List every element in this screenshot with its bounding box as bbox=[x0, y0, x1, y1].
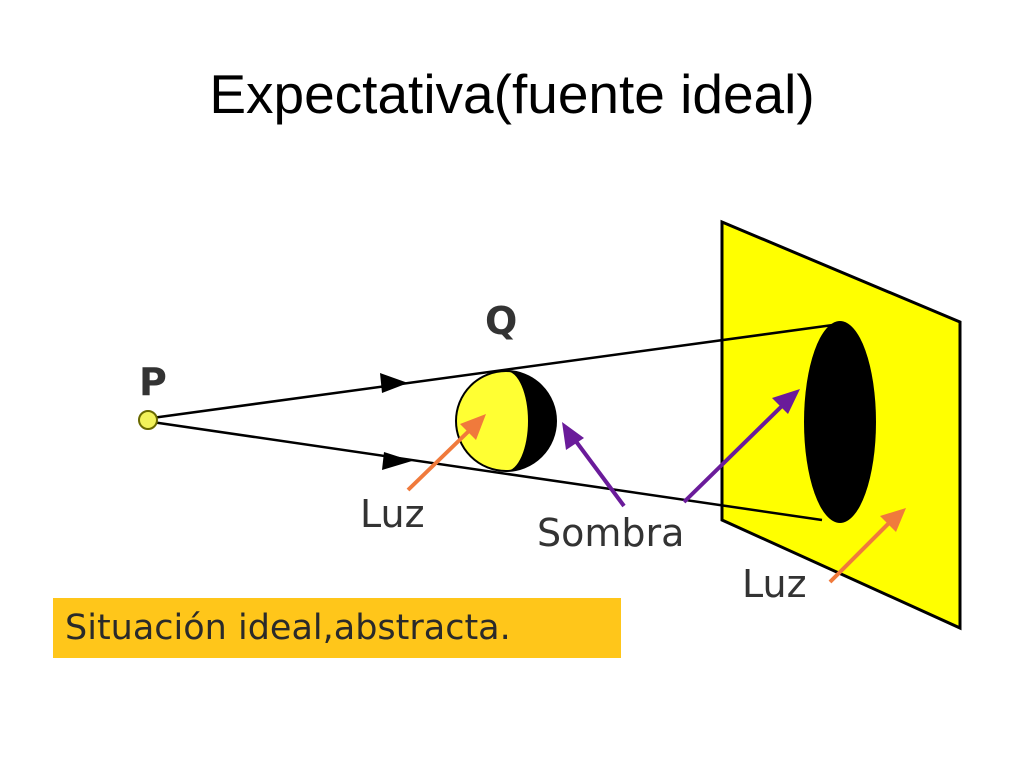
ray-upper bbox=[151, 323, 834, 420]
label-object-q: Q bbox=[485, 299, 517, 343]
shadow-arrow-screen bbox=[682, 389, 800, 504]
shadow-arrow-object bbox=[562, 422, 626, 508]
label-source-p: P bbox=[139, 360, 167, 404]
light-arrow-screen bbox=[828, 508, 906, 584]
light-source-point bbox=[138, 410, 158, 430]
page-title: Expectativa(fuente ideal) bbox=[209, 63, 815, 125]
ray-upper-arrowhead bbox=[380, 373, 408, 393]
label-light-screen: Luz bbox=[742, 562, 807, 606]
sphere-shadow bbox=[506, 371, 556, 471]
ray-lower-arrowhead bbox=[382, 452, 412, 470]
label-light-object: Luz bbox=[360, 492, 425, 536]
caption-text: Situación ideal,abstracta. bbox=[65, 608, 511, 648]
label-shadow: Sombra bbox=[537, 511, 684, 555]
light-arrow-object bbox=[406, 414, 486, 492]
screen-shadow bbox=[804, 321, 876, 523]
ray-lower bbox=[151, 420, 823, 522]
caption-box: Situación ideal,abstracta. bbox=[53, 598, 621, 658]
